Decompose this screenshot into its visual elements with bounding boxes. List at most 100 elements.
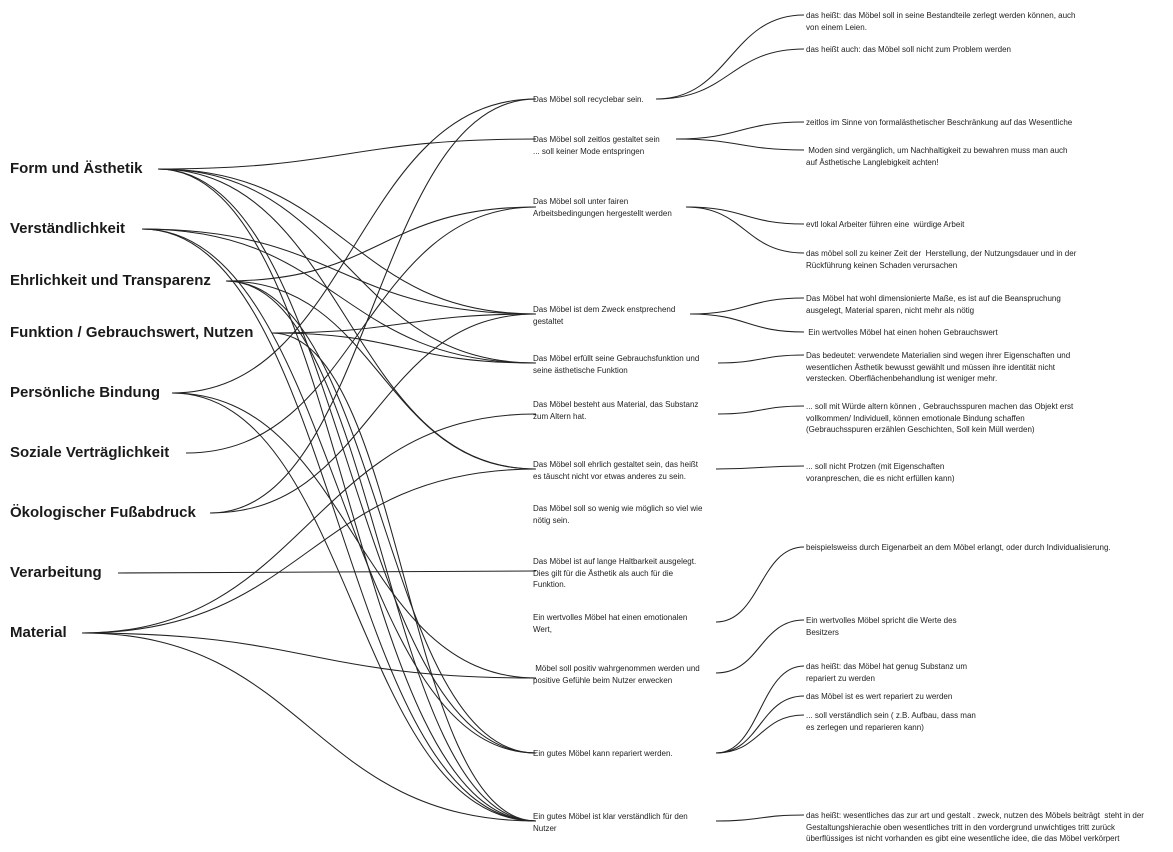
detail-line: ... soll nicht Protzen (mit Eigenschafte…	[806, 462, 945, 471]
statement-detail-link	[717, 405, 805, 415]
category-statement-link	[171, 98, 537, 394]
statement-node[interactable]: Das Möbel ist dem Zweck enstprechend ges…	[533, 304, 721, 327]
category-statement-link	[271, 332, 537, 364]
category-statement-link	[171, 392, 537, 679]
category-node[interactable]: Funktion / Gebrauchswert, Nutzen	[10, 324, 254, 341]
statement-node[interactable]: Das Möbel besteht aus Material, das Subs…	[533, 399, 721, 422]
category-node[interactable]: Persönliche Bindung	[10, 384, 161, 401]
detail-line: das Möbel ist es wert repariert zu werde…	[806, 692, 953, 701]
detail-line: voranpreschen, die es nicht erfüllen kan…	[806, 473, 955, 483]
statement-line: Möbel soll positiv wahrgenommen werden u…	[533, 664, 700, 673]
detail-line: von einem Leien.	[806, 22, 867, 32]
detail-line: Rückführung keinen Schaden verursachen	[806, 260, 958, 270]
detail-node[interactable]: ... soll verständlich sein ( z.B. Aufbau…	[806, 710, 1168, 733]
statement-node[interactable]: Ein gutes Möbel kann repariert werden.	[533, 748, 721, 760]
statement-line: Das Möbel ist dem Zweck enstprechend	[533, 305, 676, 314]
statement-node[interactable]: Das Möbel soll ehrlich gestaltet sein, d…	[533, 459, 721, 482]
statement-detail-link	[685, 206, 805, 254]
statement-node[interactable]: Ein gutes Möbel ist klar verständlich fü…	[533, 811, 721, 834]
statement-node[interactable]: Das Möbel soll zeitlos gestaltet sein ..…	[533, 134, 721, 157]
detail-line: überflüssiges ist nicht vorhanden es gib…	[806, 834, 1120, 843]
category-statement-link	[157, 168, 537, 754]
detail-line: das möbel soll zu keiner Zeit der Herste…	[806, 249, 1077, 258]
detail-node[interactable]: evtl lokal Arbeiter führen eine würdige …	[806, 219, 1168, 231]
statement-detail-link	[685, 206, 805, 225]
category-node[interactable]: Material	[10, 624, 67, 641]
detail-node[interactable]: das Möbel ist es wert repariert zu werde…	[806, 691, 1168, 703]
category-statement-link	[271, 332, 537, 822]
category-statement-link	[81, 468, 537, 634]
category-statement-link	[157, 168, 537, 315]
detail-node[interactable]: Das bedeutet: verwendete Materialien sin…	[806, 350, 1168, 385]
detail-node[interactable]: das heißt auch: das Möbel soll nicht zum…	[806, 44, 1168, 56]
detail-line: Das Möbel hat wohl dimensionierte Maße, …	[806, 294, 1061, 303]
detail-line: Ein wertvolles Möbel spricht die Werte d…	[806, 616, 957, 625]
statement-detail-link	[717, 354, 805, 364]
statement-line: Ein gutes Möbel ist klar verständlich fü…	[533, 812, 688, 821]
detail-line: Ein wertvolles Möbel hat einen hohen Geb…	[806, 328, 998, 337]
statement-node[interactable]: Das Möbel soll so wenig wie möglich so v…	[533, 503, 721, 526]
category-node[interactable]: Verständlichkeit	[10, 220, 126, 237]
category-statement-link	[225, 280, 537, 470]
statement-line: ... soll keiner Mode entspringen	[533, 146, 645, 156]
statement-line: gestaltet	[533, 316, 564, 326]
statement-line: Das Möbel soll zeitlos gestaltet sein	[533, 135, 660, 144]
category-statement-link	[81, 632, 537, 822]
category-statement-link	[157, 168, 537, 822]
detail-node[interactable]: Moden sind vergänglich, um Nachhaltigkei…	[806, 145, 1168, 168]
detail-node[interactable]: zeitlos im Sinne von formalästhetischer …	[806, 117, 1168, 129]
detail-line: Moden sind vergänglich, um Nachhaltigkei…	[806, 146, 1068, 155]
statement-node[interactable]: Das Möbel soll recyclebar sein.	[533, 94, 721, 106]
detail-node[interactable]: das heißt: das Möbel hat genug Substanz …	[806, 661, 1168, 684]
detail-line: wesentlichen Ästhetik bewusst gewählt un…	[806, 362, 1056, 372]
category-statement-link	[209, 313, 537, 514]
detail-line: ... soll mit Würde altern können , Gebra…	[806, 402, 1074, 411]
statement-line: nötig sein.	[533, 515, 570, 525]
statement-node[interactable]: Das Möbel soll unter fairen Arbeitsbedin…	[533, 196, 721, 219]
statement-line: Das Möbel soll ehrlich gestaltet sein, d…	[533, 460, 698, 469]
statement-line: Wert,	[533, 624, 552, 634]
category-statement-link	[185, 206, 537, 454]
detail-line: das heißt auch: das Möbel soll nicht zum…	[806, 45, 1011, 54]
detail-node[interactable]: ... soll mit Würde altern können , Gebra…	[806, 401, 1168, 436]
detail-node[interactable]: das heißt: das Möbel soll in seine Besta…	[806, 10, 1168, 33]
statement-line: Ein wertvolles Möbel hat einen emotional…	[533, 613, 688, 622]
detail-line: beispielsweiss durch Eigenarbeit an dem …	[806, 543, 1111, 552]
statement-line: Dies gilt für die Ästhetik als auch für …	[533, 568, 674, 578]
statement-node[interactable]: Ein wertvolles Möbel hat einen emotional…	[533, 612, 721, 635]
category-statement-link	[117, 570, 537, 574]
detail-line: ausgelegt, Material sparen, nicht mehr a…	[806, 305, 975, 315]
detail-line: Das bedeutet: verwendete Materialien sin…	[806, 351, 1071, 360]
category-statement-link	[157, 138, 537, 170]
category-statement-link	[141, 228, 537, 822]
category-statement-link	[81, 632, 537, 679]
statement-node[interactable]: Das Möbel erfüllt seine Gebrauchsfunktio…	[533, 353, 721, 376]
statement-line: Das Möbel erfüllt seine Gebrauchsfunktio…	[533, 354, 700, 363]
statement-node[interactable]: Das Möbel ist auf lange Haltbarkeit ausg…	[533, 556, 721, 591]
detail-line: vollkommen/ Individuell, können emotiona…	[806, 413, 1025, 423]
detail-line: Besitzers	[806, 627, 839, 637]
detail-node[interactable]: Das Möbel hat wohl dimensionierte Maße, …	[806, 293, 1168, 316]
detail-node[interactable]: beispielsweiss durch Eigenarbeit an dem …	[806, 542, 1168, 554]
category-node[interactable]: Ökologischer Fußabdruck	[10, 504, 196, 521]
detail-node[interactable]: Ein wertvolles Möbel hat einen hohen Geb…	[806, 327, 1168, 339]
category-node[interactable]: Ehrlichkeit und Transparenz	[10, 272, 211, 289]
category-statement-link	[81, 413, 537, 634]
statement-line: Das Möbel soll recyclebar sein.	[533, 95, 644, 104]
statement-detail-link	[689, 313, 805, 333]
statement-node[interactable]: Möbel soll positiv wahrgenommen werden u…	[533, 663, 721, 686]
detail-node[interactable]: Ein wertvolles Möbel spricht die Werte d…	[806, 615, 1168, 638]
category-node[interactable]: Soziale Verträglichkeit	[10, 444, 170, 461]
category-node[interactable]: Verarbeitung	[10, 564, 102, 581]
statement-line: zum Altern hat.	[533, 411, 587, 421]
category-node[interactable]: Form und Ästhetik	[10, 160, 143, 177]
statement-line: Das Möbel ist auf lange Haltbarkeit ausg…	[533, 557, 697, 566]
statement-line: Ein gutes Möbel kann repariert werden.	[533, 749, 673, 758]
detail-node[interactable]: das möbel soll zu keiner Zeit der Herste…	[806, 248, 1168, 271]
detail-node[interactable]: das heißt: wesentliches das zur art und …	[806, 810, 1168, 845]
statement-detail-link	[715, 546, 805, 623]
category-statement-link	[157, 168, 537, 470]
detail-node[interactable]: ... soll nicht Protzen (mit Eigenschafte…	[806, 461, 1168, 484]
detail-line: repariert zu werden	[806, 673, 875, 683]
